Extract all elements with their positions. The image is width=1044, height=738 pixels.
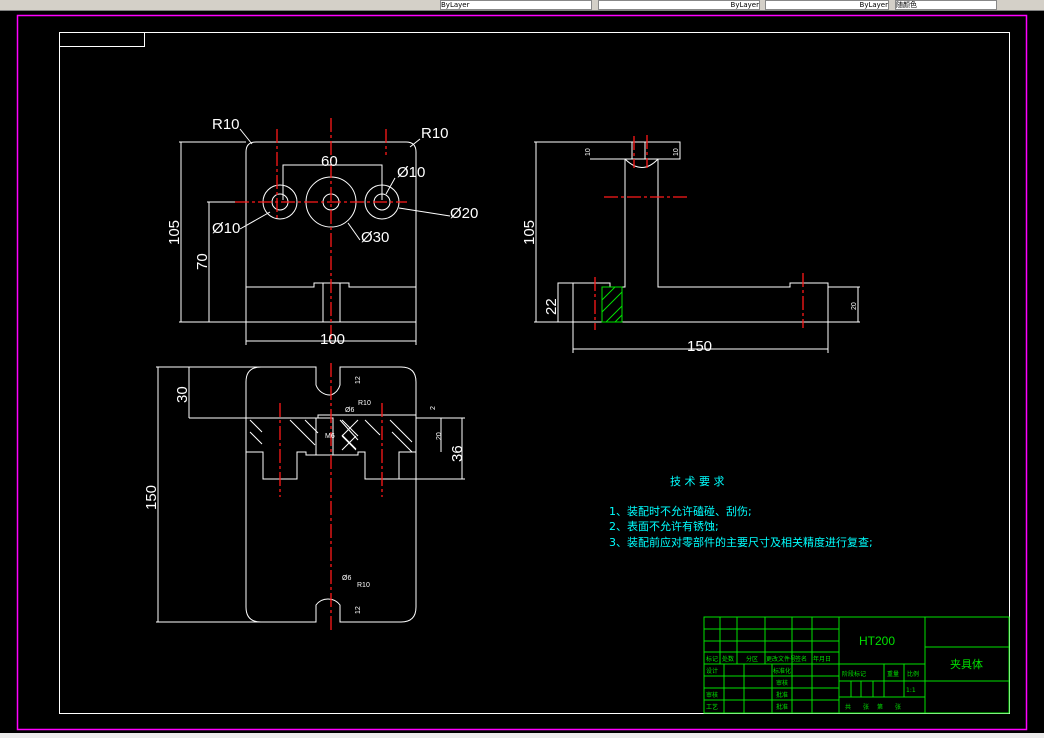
- svg-text:更改文件号: 更改文件号: [766, 655, 796, 663]
- svg-text:R10: R10: [358, 400, 371, 407]
- svg-text:12: 12: [355, 376, 362, 384]
- drawing-frame: [59, 32, 1010, 714]
- svg-text:年月日: 年月日: [813, 655, 831, 663]
- svg-text:张: 张: [863, 703, 869, 711]
- svg-text:Ø10: Ø10: [397, 164, 425, 181]
- svg-text:张: 张: [895, 703, 901, 711]
- sheet-border: [16, 14, 1028, 731]
- svg-text:分区: 分区: [746, 655, 758, 663]
- svg-text:R10: R10: [212, 116, 240, 133]
- part-name: 夹具体: [950, 657, 983, 671]
- svg-text:签名: 签名: [795, 655, 807, 663]
- tech-item: 3、装配前应对零部件的主要尺寸及相关精度进行复查;: [609, 535, 873, 549]
- svg-text:第: 第: [877, 703, 883, 711]
- svg-text:比例: 比例: [907, 670, 919, 678]
- svg-text:阶段标记: 阶段标记: [842, 670, 866, 678]
- svg-text:30: 30: [174, 386, 191, 403]
- svg-text:10: 10: [673, 148, 680, 156]
- svg-text:22: 22: [543, 298, 560, 315]
- svg-text:R10: R10: [421, 125, 449, 142]
- svg-text:标准化: 标准化: [773, 667, 791, 675]
- status-bar: [0, 733, 1044, 738]
- front-view: R10 R10 60 Ø10 Ø10 Ø20 Ø30 100 105 70: [166, 116, 478, 348]
- svg-text:Ø10: Ø10: [212, 220, 240, 237]
- tech-item: 1、装配时不允许磕碰、刮伤;: [609, 504, 752, 518]
- svg-text:审核: 审核: [776, 679, 788, 687]
- svg-text:重量: 重量: [887, 670, 899, 678]
- svg-text:Ø6: Ø6: [342, 575, 351, 582]
- lineweight-dropdown[interactable]: ByLayer: [765, 0, 889, 10]
- top-view: 150 30 36 12 12 R10 Ø6 R10 Ø6 2 20 M6: [143, 363, 466, 630]
- svg-text:105: 105: [166, 220, 183, 245]
- technical-requirements: 技 术 要 求 1、装配时不允许磕碰、刮伤; 2、表面不允许有锈蚀; 3、装配前…: [609, 475, 873, 549]
- frame-corner-box: [59, 32, 145, 47]
- plotstyle-dropdown[interactable]: 随颜色: [895, 0, 997, 10]
- svg-text:R10: R10: [357, 582, 370, 589]
- svg-text:2: 2: [430, 406, 437, 410]
- svg-text:20: 20: [436, 432, 443, 440]
- svg-text:共: 共: [845, 703, 851, 711]
- svg-text:工艺: 工艺: [706, 703, 718, 711]
- svg-text:Ø20: Ø20: [450, 205, 478, 222]
- svg-text:150: 150: [143, 485, 160, 510]
- svg-text:20: 20: [851, 302, 858, 310]
- title-block: HT200 夹具体 1:1 标记 处数 分区 更改文件号 签名 年月日 设计 标…: [703, 616, 1010, 714]
- svg-text:105: 105: [521, 220, 538, 245]
- svg-text:标记: 标记: [706, 655, 718, 663]
- tech-title: 技 术 要 求: [670, 475, 725, 488]
- svg-text:60: 60: [321, 153, 338, 170]
- color-dropdown[interactable]: ByLayer: [440, 0, 592, 10]
- svg-text:1:1: 1:1: [906, 687, 916, 694]
- svg-text:批准: 批准: [776, 703, 788, 711]
- svg-text:处数: 处数: [722, 655, 734, 663]
- side-view: 105 22 150 10 10 20: [521, 135, 860, 355]
- svg-text:36: 36: [449, 445, 466, 462]
- svg-text:12: 12: [355, 606, 362, 614]
- tech-item: 2、表面不允许有锈蚀;: [609, 519, 719, 533]
- svg-text:Ø6: Ø6: [345, 407, 354, 414]
- svg-text:150: 150: [687, 338, 712, 355]
- svg-text:100: 100: [320, 331, 345, 348]
- svg-text:10: 10: [585, 148, 592, 156]
- material: HT200: [859, 634, 895, 648]
- svg-text:M6: M6: [325, 433, 335, 440]
- svg-text:批准: 批准: [776, 691, 788, 699]
- svg-text:70: 70: [194, 253, 211, 270]
- drawing-canvas[interactable]: R10 R10 60 Ø10 Ø10 Ø20 Ø30 100 105 70: [0, 11, 1044, 733]
- svg-text:设计: 设计: [706, 667, 718, 675]
- svg-text:Ø30: Ø30: [361, 229, 389, 246]
- properties-toolbar: ByLayer ByLayer ByLayer 随颜色: [0, 0, 1044, 11]
- linetype-dropdown[interactable]: ByLayer: [598, 0, 760, 10]
- svg-text:审核: 审核: [706, 691, 718, 699]
